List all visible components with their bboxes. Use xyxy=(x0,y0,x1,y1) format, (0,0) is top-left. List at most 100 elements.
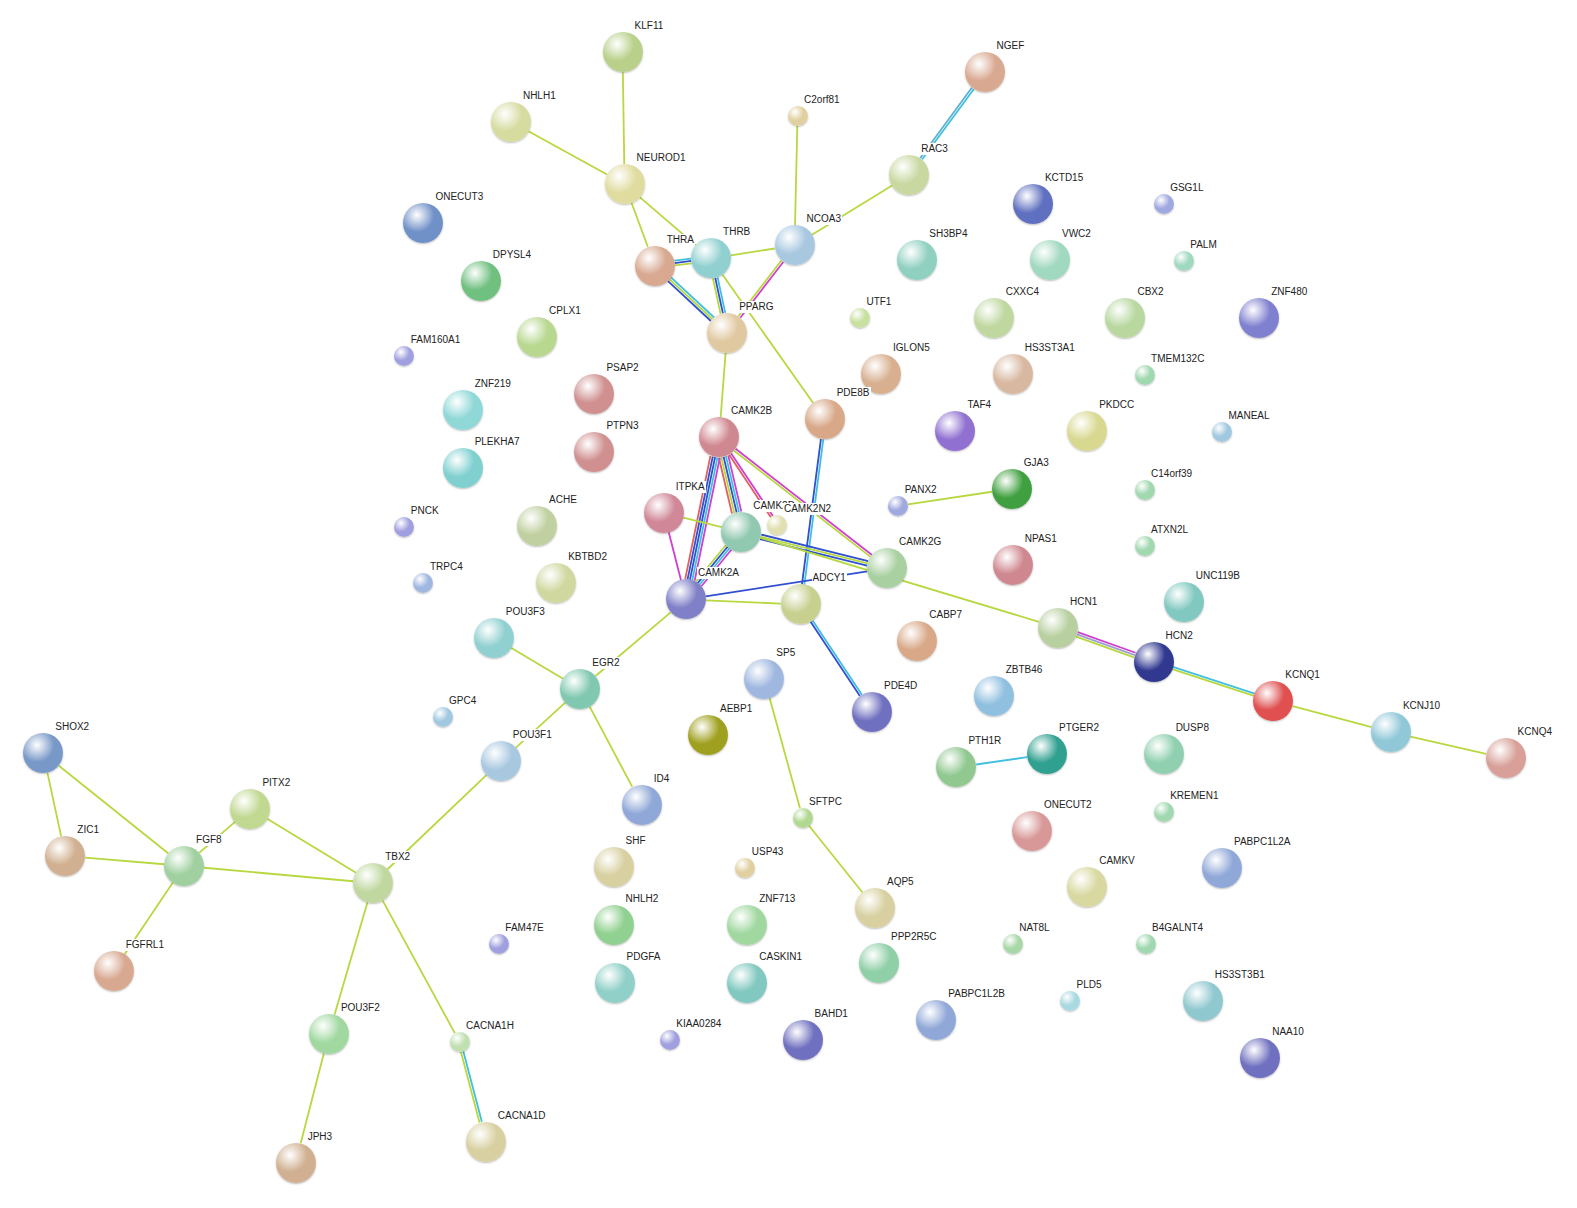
protein-node: ADCY1 xyxy=(781,584,821,624)
node-label: KIAA0284 xyxy=(675,1018,722,1030)
edge-line xyxy=(1078,632,1136,653)
interaction-edge xyxy=(632,203,648,247)
edge-line xyxy=(383,901,455,1034)
node-label: PDGFA xyxy=(626,951,662,963)
interaction-edge xyxy=(125,883,173,954)
edge-line xyxy=(669,279,712,319)
interaction-edge xyxy=(85,858,164,865)
protein-node: CACNA1H xyxy=(450,1032,470,1052)
node-label: PTGER2 xyxy=(1058,722,1100,734)
protein-node: SHOX2 xyxy=(23,733,63,773)
interaction-edge xyxy=(511,648,563,679)
node-label: SH3BP4 xyxy=(928,228,968,240)
node-label: NAT8L xyxy=(1018,922,1050,934)
protein-node: KLF11 xyxy=(603,32,643,72)
node-label: SHF xyxy=(625,835,647,847)
node-label: PDE8B xyxy=(836,387,871,399)
protein-node: C2orf81 xyxy=(788,106,808,126)
node-label: POU3F1 xyxy=(512,729,553,741)
protein-node: CAMK2G xyxy=(867,548,907,588)
protein-node: ONECUT2 xyxy=(1012,811,1052,851)
edge-line xyxy=(795,126,797,226)
edge-line xyxy=(671,277,714,317)
protein-node: POU3F3 xyxy=(474,618,514,658)
protein-node: GJA3 xyxy=(992,469,1032,509)
protein-node: NAT8L xyxy=(1003,934,1023,954)
edge-line xyxy=(632,203,648,247)
interaction-edge xyxy=(640,197,696,245)
interaction-edge xyxy=(1076,632,1136,657)
protein-node: KIAA0284 xyxy=(660,1030,680,1050)
protein-node: FGFRL1 xyxy=(94,951,134,991)
protein-node: SH3BP4 xyxy=(897,240,937,280)
protein-node: POU3F2 xyxy=(309,1014,349,1054)
node-label: KLF11 xyxy=(634,20,665,32)
node-label: NGEF xyxy=(996,40,1026,52)
node-label: PITX2 xyxy=(261,777,291,789)
node-label: NAA10 xyxy=(1271,1026,1305,1038)
protein-node: CASKIN1 xyxy=(727,963,767,1003)
node-label: FAM47E xyxy=(504,922,544,934)
protein-node: HCN2 xyxy=(1134,642,1174,682)
protein-node: KCNQ1 xyxy=(1253,681,1293,721)
protein-node: USP43 xyxy=(735,858,755,878)
node-label: KCNQ4 xyxy=(1517,726,1553,738)
interaction-edge xyxy=(731,248,775,255)
protein-node: NGEF xyxy=(965,52,1005,92)
interaction-edge xyxy=(204,868,353,881)
protein-node: PTH1R xyxy=(936,747,976,787)
interaction-edge xyxy=(920,88,974,160)
interaction-edge xyxy=(795,126,797,226)
node-label: EGR2 xyxy=(591,657,620,669)
interaction-edge xyxy=(383,901,455,1034)
interaction-edge xyxy=(683,518,722,528)
protein-node: TAF4 xyxy=(935,411,975,451)
protein-node: PALM xyxy=(1174,251,1194,271)
protein-node: CAMK2A xyxy=(666,579,706,619)
node-label: PTPN3 xyxy=(605,420,639,432)
node-label: ZBTB46 xyxy=(1005,664,1044,676)
node-label: AQP5 xyxy=(886,876,915,888)
edge-line xyxy=(761,537,868,564)
protein-node: PSAP2 xyxy=(574,374,614,414)
protein-node: CAMK2D xyxy=(721,512,761,552)
node-label: ONECUT2 xyxy=(1043,799,1093,811)
edge-line xyxy=(675,261,692,263)
interaction-edge xyxy=(713,278,725,314)
interaction-edge xyxy=(1410,737,1486,754)
protein-node: FAM47E xyxy=(489,934,509,954)
node-label: PLEKHA7 xyxy=(474,436,521,448)
node-label: DPYSL4 xyxy=(492,249,532,261)
node-label: KCNJ10 xyxy=(1402,700,1441,712)
node-label: TRPC4 xyxy=(429,561,464,573)
node-label: PNCK xyxy=(410,505,440,517)
node-label: ADCY1 xyxy=(812,572,847,584)
edge-line xyxy=(1173,667,1255,694)
node-label: POU3F3 xyxy=(505,606,546,618)
edge-line xyxy=(463,1051,482,1122)
node-label: SHOX2 xyxy=(54,721,90,733)
edge-line xyxy=(590,707,633,787)
node-label: TAF4 xyxy=(966,399,992,411)
protein-node: TBX2 xyxy=(353,863,393,903)
node-label: USP43 xyxy=(751,846,785,858)
interaction-edge xyxy=(47,773,61,836)
edge-line xyxy=(668,281,711,321)
edge-line xyxy=(1293,706,1372,727)
node-label: CBX2 xyxy=(1136,286,1164,298)
protein-node: SP5 xyxy=(744,659,784,699)
edge-line xyxy=(1172,669,1254,696)
protein-node: AQP5 xyxy=(855,888,895,928)
node-label: PTH1R xyxy=(967,735,1002,747)
protein-node: NCOA3 xyxy=(775,225,815,265)
node-label: TBX2 xyxy=(384,851,411,863)
protein-node: MANEAL xyxy=(1212,422,1232,442)
edge-line xyxy=(770,698,800,808)
protein-node: PPP2R5C xyxy=(859,943,899,983)
edge-line xyxy=(511,648,563,679)
node-label: PANX2 xyxy=(904,484,938,496)
edge-line xyxy=(812,185,893,234)
node-label: NEUROD1 xyxy=(636,152,687,164)
protein-node: KCNJ10 xyxy=(1371,712,1411,752)
node-label: FAM160A1 xyxy=(410,334,461,346)
